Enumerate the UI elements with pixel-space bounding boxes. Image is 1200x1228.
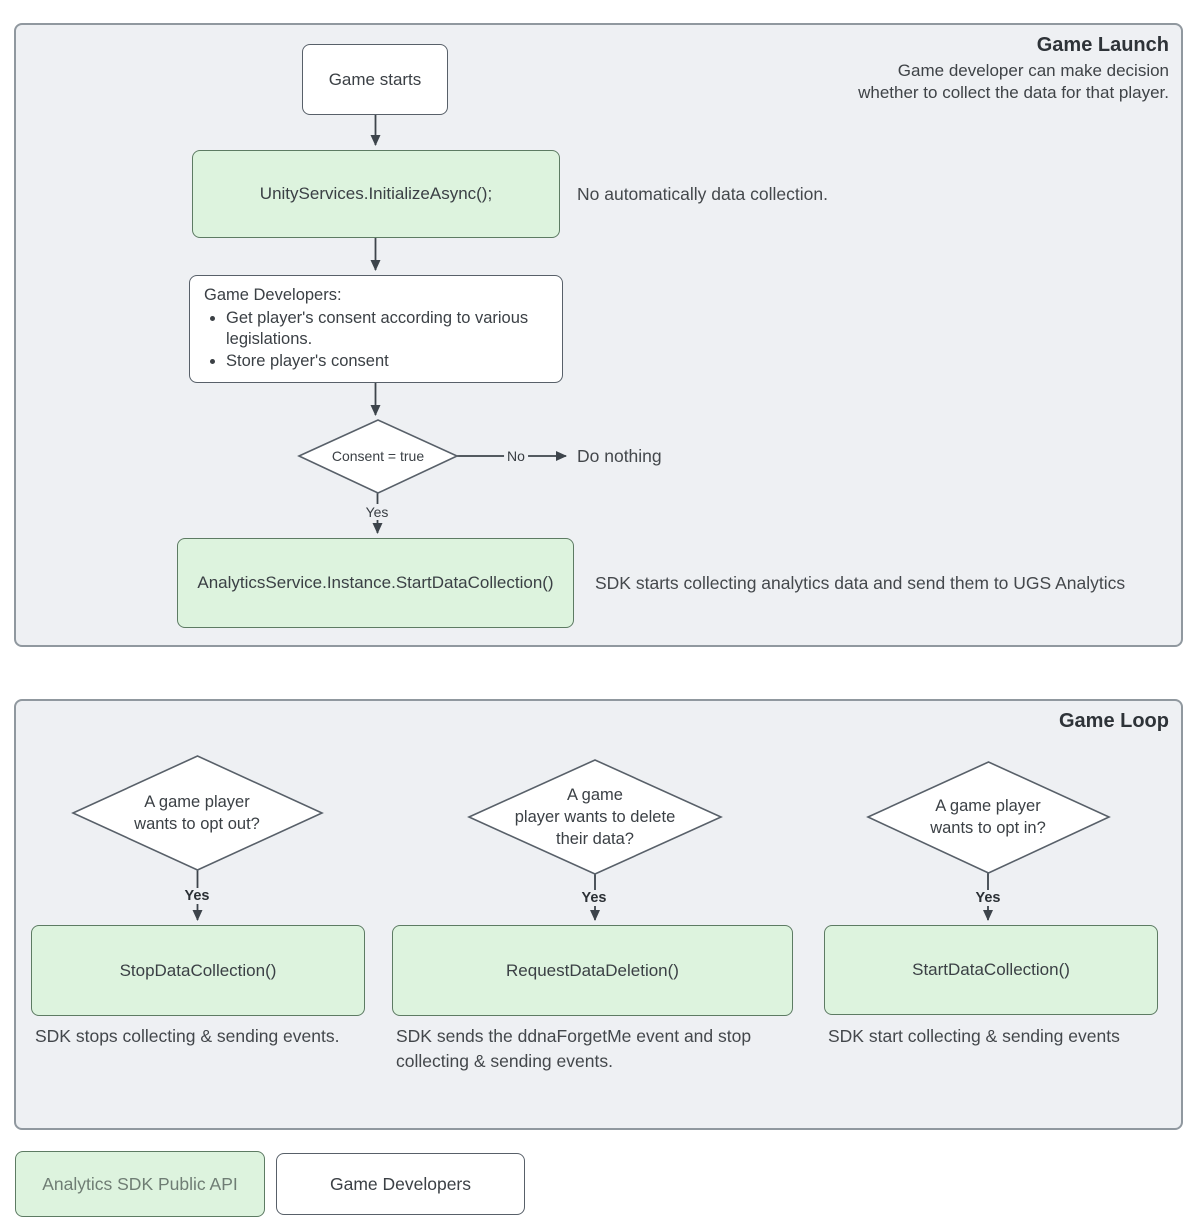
- do-nothing-label: Do nothing: [577, 445, 662, 466]
- legend-analytics-sdk-public-api: Analytics SDK Public API: [15, 1151, 265, 1217]
- optout-diamond-label: A game player wants to opt out?: [134, 793, 260, 833]
- game-developers-node-title: Game Developers:: [204, 286, 342, 304]
- consent-diamond-shape: [297, 419, 459, 494]
- yes-branch-label: Yes: [362, 504, 392, 520]
- game-developers-node: Game Developers: Get player's consent ac…: [189, 275, 563, 383]
- game-developers-bullet-list: Get player's consent according to variou…: [204, 308, 548, 373]
- delete-diamond-label: A game player wants to delete their data…: [514, 786, 676, 848]
- delete-diamond-shape: [467, 759, 723, 875]
- optin-yes-label: Yes: [972, 890, 1004, 906]
- request-data-deletion-note: SDK sends the ddnaForgetMe event and sto…: [396, 1026, 752, 1071]
- optout-diamond-shape: [71, 755, 324, 871]
- initialize-note: No automatically data collection.: [577, 183, 828, 204]
- game-launch-subtitle: Game developer can make decision whether…: [858, 61, 1169, 102]
- stop-data-collection-note: SDK stops collecting & sending events.: [35, 1026, 340, 1046]
- bullet-store-consent: Store player's consent: [226, 351, 548, 373]
- consent-diamond-label: Consent = true: [331, 448, 425, 464]
- legend-game-developers: Game Developers: [276, 1153, 525, 1215]
- optin-diamond-shape: [866, 761, 1111, 874]
- start-data-collection-node: AnalyticsService.Instance.StartDataColle…: [177, 538, 574, 628]
- start-data-collection-loop-note: SDK start collecting & sending events: [828, 1026, 1120, 1046]
- no-branch-label: No: [504, 448, 528, 464]
- optout-yes-label: Yes: [181, 888, 213, 904]
- start-data-collection-loop-node: StartDataCollection(): [824, 925, 1158, 1015]
- bullet-get-consent: Get player's consent according to variou…: [226, 308, 548, 351]
- start-data-collection-note: SDK starts collecting analytics data and…: [595, 572, 1126, 593]
- delete-yes-label: Yes: [578, 890, 610, 906]
- optin-diamond-label: A game player wants to opt in?: [930, 797, 1046, 837]
- initialize-async-node: UnityServices.InitializeAsync();: [192, 150, 560, 238]
- game-launch-title: Game Launch: [1036, 34, 1169, 56]
- request-data-deletion-node: RequestDataDeletion(): [392, 925, 793, 1016]
- stop-data-collection-node: StopDataCollection(): [31, 925, 365, 1016]
- game-loop-title: Game Loop: [1058, 710, 1169, 732]
- game-starts-node: Game starts: [302, 44, 448, 115]
